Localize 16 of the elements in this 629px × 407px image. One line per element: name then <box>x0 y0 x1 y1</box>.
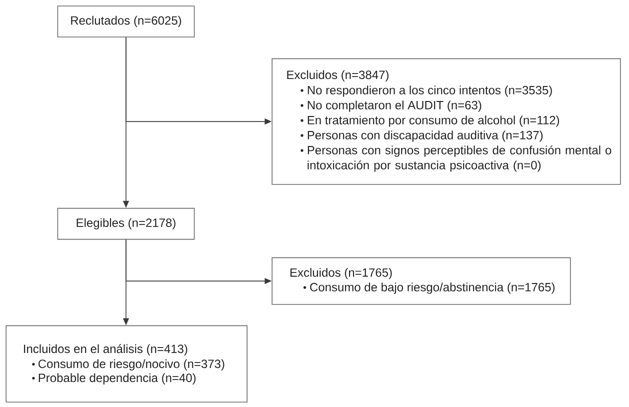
process-box: Elegibles (n=2178) <box>57 208 195 240</box>
list-item: Consumo de riesgo/nocivo (n=373) <box>38 359 224 370</box>
heading: Excluidos (n=3847) <box>287 70 388 82</box>
process-box <box>272 58 621 185</box>
list-item: Probable dependencia (n=40) <box>38 373 196 384</box>
heading: Incluidos en el análisis (n=413) <box>24 344 188 356</box>
list-item: No completaron el AUDIT (n=63) <box>308 100 482 112</box>
list-item: Personas con signos perceptibles de confusión mental o intoxicación por sustancia psicoactiva (n=0) <box>308 145 612 172</box>
list-item: Personas con discapacidad auditiva (n=137) <box>308 130 543 142</box>
list-item: Consumo de bajo riesgo/abstinencia (n=1765) <box>310 282 555 294</box>
process-box <box>6 325 248 402</box>
process-box <box>272 257 571 305</box>
list-item: No respondieron a los cinco intentos (n=3535) <box>308 86 552 97</box>
heading: Excluidos (n=1765) <box>290 268 392 280</box>
list-item: En tratamiento por consumo de alcohol (n=112) <box>308 116 560 127</box>
process-box: Reclutados (n=6025) <box>57 6 195 38</box>
